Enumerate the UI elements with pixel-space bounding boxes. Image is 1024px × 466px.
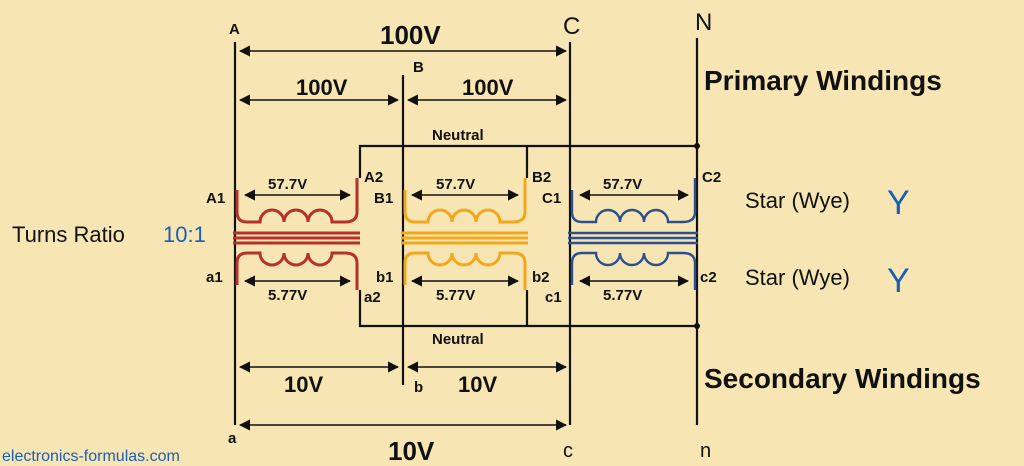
terminal-B2: B2 xyxy=(532,169,551,186)
label-a: a xyxy=(228,430,237,447)
primary-windings-title: Primary Windings xyxy=(704,65,942,96)
wye-symbol-secondary: Y xyxy=(887,262,910,300)
terminal-C1: C1 xyxy=(542,190,561,207)
label-A: A xyxy=(229,21,240,38)
secondary-windings-title: Secondary Windings xyxy=(704,363,981,394)
voltage-phase-a: 5.77V xyxy=(268,287,307,304)
transformer-phase-c xyxy=(568,178,698,290)
voltage-BC-primary: 100V xyxy=(462,75,514,100)
label-B: B xyxy=(413,59,424,76)
neutral-dot-secondary xyxy=(694,323,700,329)
neutral-label-secondary: Neutral xyxy=(432,331,484,348)
terminal-c1: c1 xyxy=(545,289,562,306)
secondary-neutral-bus xyxy=(358,290,697,328)
voltage-ab-secondary: 10V xyxy=(284,372,323,397)
label-c: c xyxy=(563,440,573,462)
label-N: N xyxy=(695,9,712,36)
neutral-dot-primary xyxy=(694,143,700,149)
voltage-phase-C: 57.7V xyxy=(603,176,642,193)
voltage-phase-c: 5.77V xyxy=(603,287,642,304)
neutral-label-primary: Neutral xyxy=(432,127,484,144)
label-b: b xyxy=(414,379,423,396)
label-n: n xyxy=(700,440,711,462)
terminal-a1: a1 xyxy=(206,269,223,286)
transformer-phase-b xyxy=(401,178,528,290)
terminal-a2: a2 xyxy=(364,289,381,306)
voltage-AC-primary: 100V xyxy=(380,20,441,50)
terminal-A1: A1 xyxy=(206,190,225,207)
terminal-b2: b2 xyxy=(532,269,550,286)
primary-neutral-bus xyxy=(358,144,697,178)
voltage-phase-B: 57.7V xyxy=(436,176,475,193)
star-label-secondary: Star (Wye) xyxy=(745,265,850,290)
watermark: electronics-formulas.com xyxy=(2,448,180,465)
star-label-primary: Star (Wye) xyxy=(745,188,850,213)
terminal-B1: B1 xyxy=(374,190,393,207)
voltage-phase-A: 57.7V xyxy=(268,176,307,193)
terminal-b1: b1 xyxy=(376,269,394,286)
voltage-AB-primary: 100V xyxy=(296,75,348,100)
voltage-ac-secondary: 10V xyxy=(388,436,435,466)
turns-ratio-value: 10:1 xyxy=(163,222,206,247)
turns-ratio-label: Turns Ratio xyxy=(12,222,125,247)
voltage-phase-b: 5.77V xyxy=(436,287,475,304)
terminal-C2: C2 xyxy=(702,169,721,186)
transformer-phase-a xyxy=(233,178,360,290)
label-C: C xyxy=(563,13,580,40)
terminal-c2: c2 xyxy=(700,269,717,286)
voltage-bc-secondary: 10V xyxy=(458,372,497,397)
wye-symbol-primary: Y xyxy=(887,184,910,222)
terminal-A2: A2 xyxy=(364,169,383,186)
